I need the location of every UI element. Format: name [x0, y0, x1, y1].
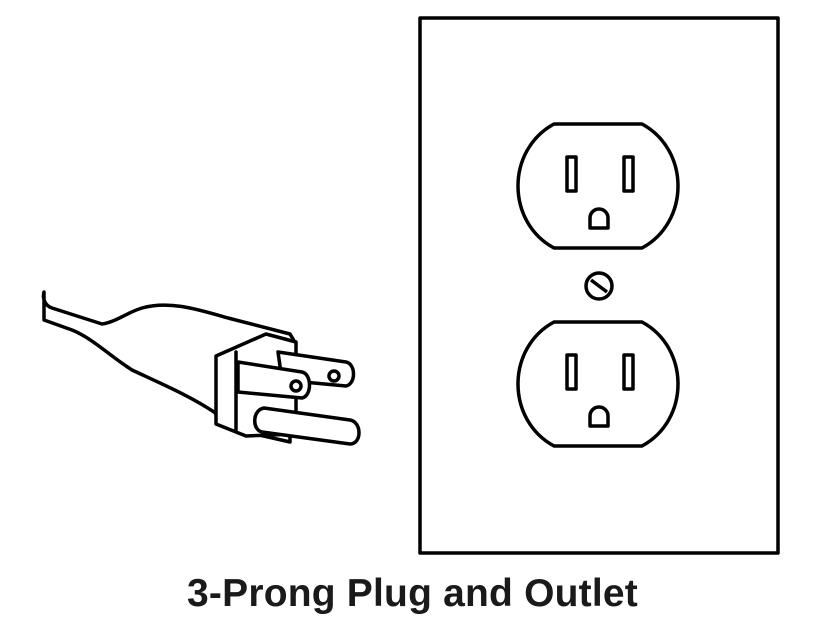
lower-slot-right — [622, 353, 635, 391]
neutral-prong-hole — [289, 379, 303, 393]
upper-receptacle-face — [516, 122, 680, 250]
hot-prong-hole — [327, 369, 341, 383]
lower-receptacle — [516, 320, 680, 448]
screw-head — [584, 271, 614, 301]
lower-receptacle-face — [516, 320, 680, 448]
upper-ground-hole — [588, 207, 610, 230]
lower-slot-left — [565, 353, 578, 391]
screw-slot — [589, 278, 609, 294]
lower-ground-hole — [588, 405, 610, 428]
screw-icon — [584, 271, 614, 301]
figure-caption: 3-Prong Plug and Outlet — [187, 572, 638, 615]
upper-slot-left — [565, 155, 578, 193]
upper-slot-right — [622, 155, 635, 193]
ground-pin — [253, 406, 361, 446]
three-prong-plug-icon — [41, 290, 361, 446]
duplex-outlet-icon — [418, 16, 780, 555]
upper-receptacle — [516, 122, 680, 250]
